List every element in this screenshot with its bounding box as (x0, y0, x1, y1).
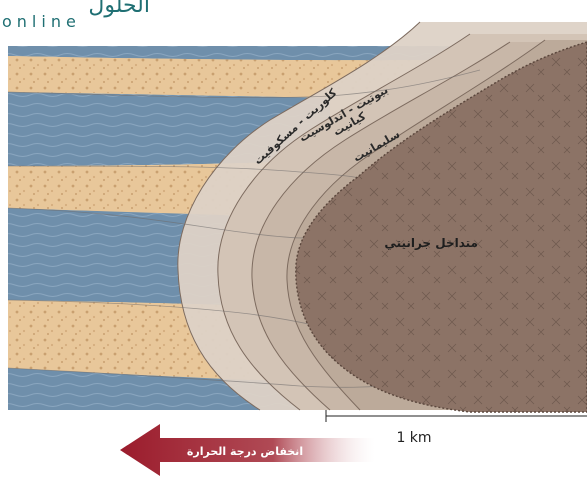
site-logo: الحلول online (2, 0, 150, 31)
logo-latin-text: online (2, 12, 81, 31)
label-granite-intrusion: متداخل جرانيتي (384, 236, 478, 250)
temperature-decrease-arrow: انخفاض درجة الحرارة (120, 424, 375, 476)
scale-bar-label: 1 km (396, 430, 431, 446)
temperature-arrow-label: انخفاض درجة الحرارة (187, 445, 303, 458)
logo-arabic-text: الحلول (88, 0, 150, 18)
